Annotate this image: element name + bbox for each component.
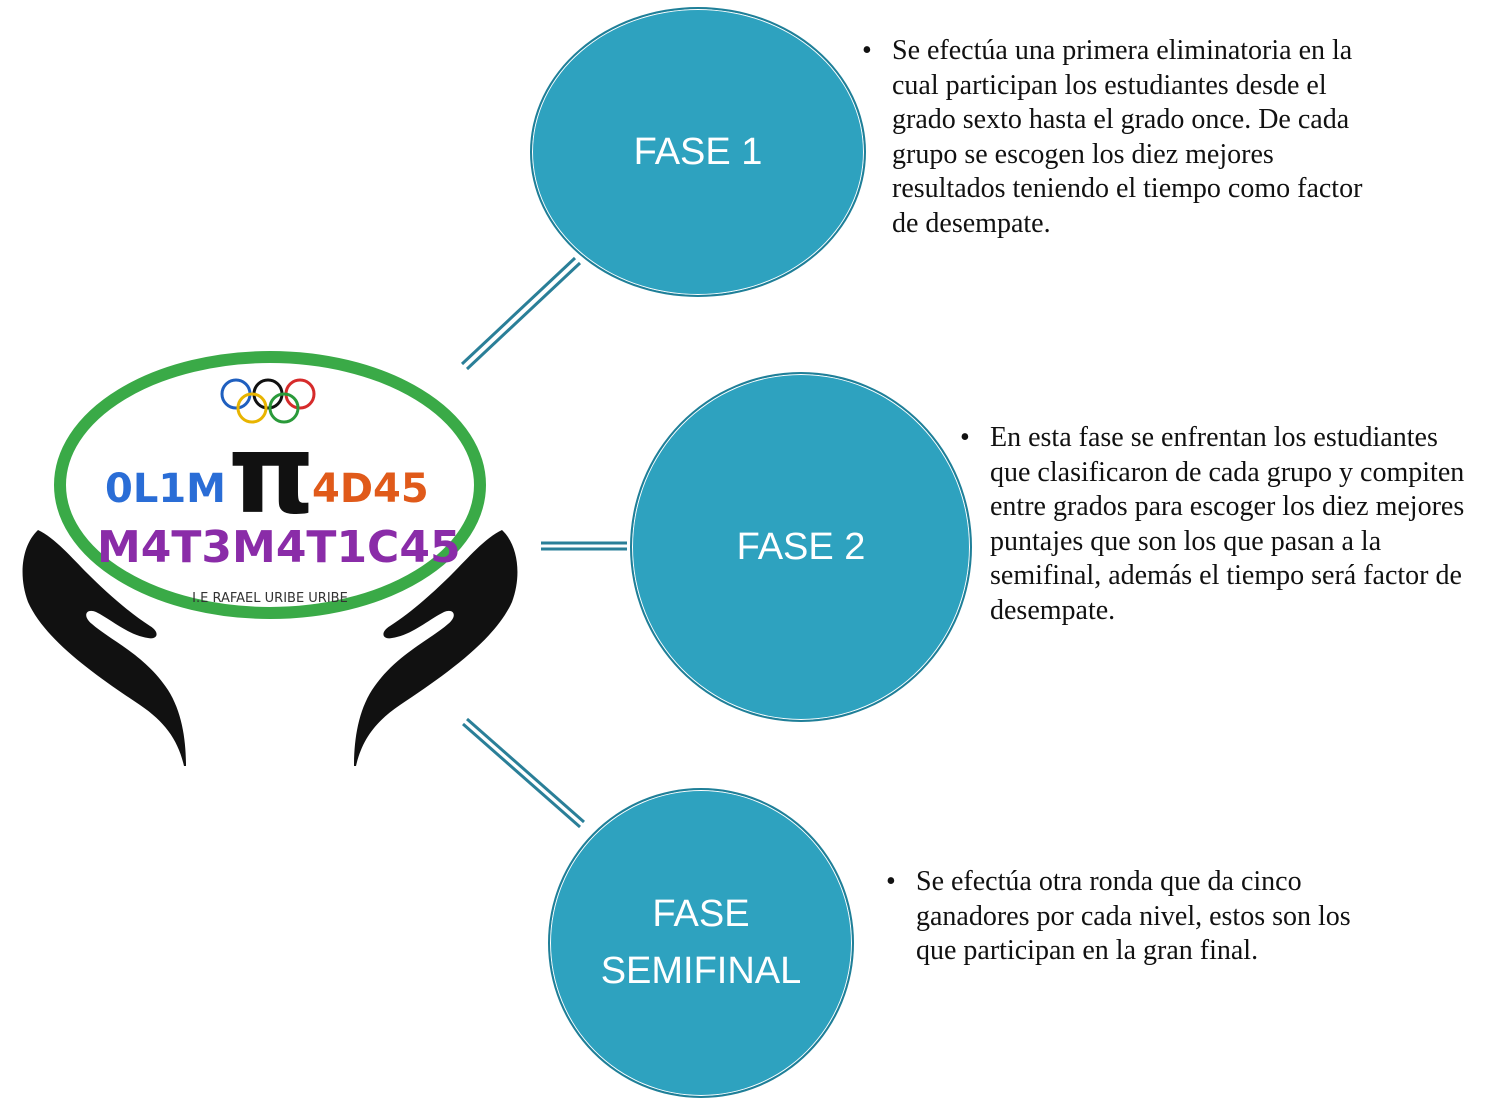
phase-title-line: FASE 2 — [736, 525, 866, 568]
phase-title: FASE SEMIFINAL — [601, 886, 802, 1000]
phase-description-fase2: En esta fase se enfrentan los estudiante… — [960, 421, 1485, 628]
phase-description-text: En esta fase se enfrentan los estudiante… — [960, 421, 1485, 628]
right-hand-icon — [354, 530, 518, 766]
logo-ring — [54, 351, 486, 619]
phase-circle-fase2: FASE 2 — [630, 372, 972, 722]
phase-description-text: Se efectúa otra ronda que da cinco ganad… — [886, 865, 1356, 969]
phase-circle-fase1: FASE 1 — [530, 7, 866, 297]
left-hand-icon — [22, 530, 187, 766]
logo-line2: M4T3M4T1C45 — [97, 522, 461, 573]
olimpiadas-logo: 0L1M π 4D45 M4T3M4T1C45 I.E RAFAEL URIBE… — [22, 351, 518, 766]
phase-title: FASE 2 — [737, 519, 866, 576]
logo-line1-start: 0L1M — [105, 466, 226, 512]
phase-description-text: Se efectúa una primera eliminatoria en l… — [862, 34, 1372, 241]
phase-title-line: FASE 1 — [633, 130, 763, 173]
phase-circle-semifinal: FASE SEMIFINAL — [548, 788, 854, 1098]
logo-line1-end: 4D45 — [312, 466, 429, 512]
phase-description-fase1: Se efectúa una primera eliminatoria en l… — [862, 34, 1372, 241]
phase-title-line: FASE — [652, 893, 750, 935]
phase-title-line: SEMIFINAL — [600, 950, 802, 992]
logo-pi: π — [228, 410, 315, 538]
phase-description-semifinal: Se efectúa otra ronda que da cinco ganad… — [886, 865, 1356, 969]
phase-title: FASE 1 — [634, 124, 763, 181]
logo-school: I.E RAFAEL URIBE URIBE — [192, 591, 348, 606]
olympic-rings-icon — [220, 378, 316, 424]
